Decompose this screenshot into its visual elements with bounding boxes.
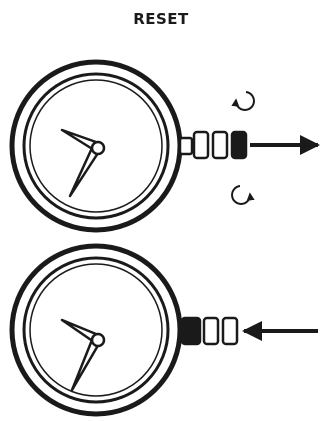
hand-pivot bbox=[92, 142, 104, 154]
watch-step-push-in bbox=[12, 246, 318, 414]
watch-bezel bbox=[24, 258, 168, 402]
crown-position-1 bbox=[213, 132, 227, 158]
watch-hands bbox=[62, 320, 104, 390]
hand-pivot bbox=[92, 334, 104, 346]
watch-dial bbox=[30, 264, 162, 396]
minute-hand bbox=[70, 148, 100, 196]
watch-step-pull-out bbox=[12, 62, 318, 230]
minute-hand bbox=[72, 340, 100, 390]
rotate-up-icon bbox=[236, 92, 254, 110]
crown-stem bbox=[180, 138, 192, 154]
crown-position-2 bbox=[223, 318, 237, 344]
rotate-down-icon bbox=[232, 186, 250, 204]
watch-hands bbox=[62, 130, 104, 196]
watch-case bbox=[12, 246, 180, 414]
crown-position-0-active bbox=[182, 318, 200, 344]
crown-position-1 bbox=[204, 318, 218, 344]
crown-assembly bbox=[180, 132, 246, 158]
crown-position-0 bbox=[194, 132, 208, 158]
crown-assembly bbox=[182, 318, 237, 344]
crown-position-2-active bbox=[232, 132, 246, 158]
